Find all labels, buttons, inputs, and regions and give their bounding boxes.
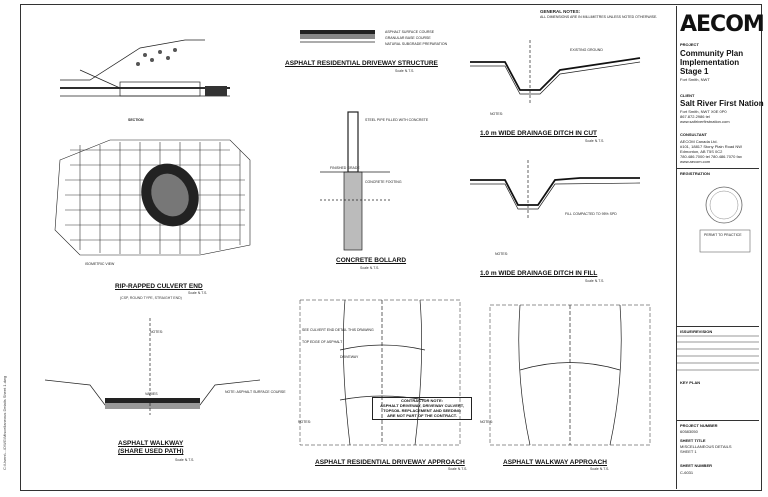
consultant-line-2: #101, 18817 Stony Plain Road NW — [680, 144, 743, 149]
approach-scale: Scale N.T.S. — [448, 467, 468, 471]
client-address: Fort Smith, NWT X0E 0P0 — [680, 109, 727, 114]
culvert-section — [60, 39, 230, 97]
tb-divider — [677, 420, 759, 421]
sheet-number-label: SHEET NUMBER — [680, 463, 713, 468]
client-name: Salt River First Nation — [680, 99, 764, 108]
sheet-border — [20, 4, 762, 491]
driveway-structure — [300, 30, 375, 43]
approach-driveway-label: DRIVEWAY — [340, 355, 359, 359]
project-name-2: Implementation — [680, 58, 740, 67]
ditch-cut-notes: NOTES: — [490, 112, 504, 116]
culvert-section-label: SECTION — [128, 118, 144, 122]
project-label: PROJECT — [680, 42, 699, 47]
issue-label: ISSUE/REVISION — [680, 329, 713, 334]
contractor-note-2: ASPHALT DRIVEWAY, DRIVEWAY CULVERT, — [380, 403, 464, 408]
client-web: www.saltriverfirstnation.com — [680, 119, 730, 124]
sheet-number: C-6031 — [680, 470, 694, 475]
ditch-cut — [470, 40, 641, 105]
tb-divider — [677, 326, 759, 327]
aecom-logo: AECOM — [680, 12, 765, 37]
contractor-note-1: CONTRACTOR NOTE: — [401, 398, 443, 403]
bollard-finished-label: FINISHED GRADE — [330, 166, 360, 170]
consultant-line-1: AECOM Canada Ltd. — [680, 139, 718, 144]
general-notes-title: GENERAL NOTES: — [540, 9, 581, 14]
ditch-fill-title: 1.0 m WIDE DRAINAGE DITCH IN FILL — [480, 270, 598, 277]
sheet-title-label: SHEET TITLE — [680, 438, 706, 443]
approach-topasphalt-label: TOP EDGE OF ASPHALT — [302, 340, 343, 344]
bollard-title: CONCRETE BOLLARD — [336, 257, 407, 264]
project-number: 60583050 — [680, 429, 698, 434]
bollard-pipe-label: STEEL PIPE FILLED WITH CONCRETE — [365, 118, 429, 122]
general-notes-text: ALL DIMENSIONS ARE IN MILLIMETRES UNLESS… — [540, 14, 658, 19]
driveway-asphalt-label: ASPHALT SURFACE COURSE — [385, 30, 435, 34]
client-label: CLIENT — [680, 93, 695, 98]
ditch-fill-notes: NOTES: — [495, 252, 509, 256]
consultant-label: CONSULTANT — [680, 132, 707, 137]
bollard-footing-label: CONCRETE FOOTING — [365, 180, 402, 184]
consultant-line-4: 780.486.7000 tel 780.486.7070 fax — [680, 154, 742, 159]
approach-notes: NOTES: — [298, 420, 312, 424]
driveway-base-label: GRANULAR BASE COURSE — [385, 36, 431, 40]
walkway-approach-plan — [489, 304, 651, 446]
permit-stamp: PERMIT TO PRACTICE — [704, 233, 742, 237]
contractor-note-box: CONTRACTOR NOTE: ASPHALT DRIVEWAY, DRIVE… — [372, 397, 472, 420]
sheet-title-2: SHEET 1 — [680, 449, 697, 454]
ditch-cut-existing: EXISTING GROUND — [570, 48, 603, 52]
keyplan-label: KEY PLAN — [680, 380, 701, 385]
driveway-approach-plan — [299, 299, 461, 446]
culvert-scale: Scale N.T.S. — [188, 291, 208, 295]
tb-divider — [677, 168, 759, 169]
client-phone: 867.872.2986 tel — [680, 114, 710, 119]
walkway-title-2: (SHARE USED PATH) — [118, 448, 184, 455]
consultant-line-3: Edmonton, AB T5S 0C2 — [680, 149, 723, 154]
project-name-1: Community Plan — [680, 49, 744, 58]
walkway-scale: Scale N.T.S. — [175, 458, 195, 462]
ditch-fill-scale: Scale N.T.S. — [585, 279, 605, 283]
ditch-fill — [470, 160, 641, 220]
general-notes: GENERAL NOTES: ALL DIMENSIONS ARE IN MIL… — [540, 9, 658, 19]
consultant-line-5: www.aecom.com — [680, 159, 711, 164]
ditch-cut-title: 1.0 m WIDE DRAINAGE DITCH IN CUT — [480, 130, 598, 137]
sheet-title-1: MISCELLANEOUS DETAILS — [680, 444, 732, 449]
project-number-label: PROJECT NUMBER — [680, 423, 718, 428]
walkway-title-1: ASPHALT WALKWAY — [118, 440, 184, 447]
walk-approach-scale: Scale N.T.S. — [590, 467, 610, 471]
isometric-label: ISOMETRIC VIEW — [85, 262, 115, 266]
culvert-subtitle: (CSP, ROUND TYPE, STRAIGHT END) — [120, 296, 182, 300]
driveway-structure-title: ASPHALT RESIDENTIAL DRIVEWAY STRUCTURE — [285, 60, 438, 67]
walkway-varies: VARIES — [145, 392, 158, 396]
walkway-section — [44, 318, 261, 415]
project-name-3: Stage 1 — [680, 67, 709, 76]
contractor-note-3: TOPSOIL REPLACEMENT AND SEEDING — [383, 408, 461, 413]
driveway-subgrade-label: NATURAL SUBGRADE PREPARATION — [385, 42, 448, 46]
approach-title: ASPHALT RESIDENTIAL DRIVEWAY APPROACH — [315, 459, 465, 466]
project-location: Fort Smith, NWT — [680, 77, 710, 82]
bollard-scale: Scale N.T.S. — [360, 266, 380, 270]
contractor-note-4: ARE NOT PART OF THE CONTRACT. — [387, 413, 457, 418]
registration-stamp — [699, 186, 751, 253]
titleblock-lines — [677, 335, 759, 371]
driveway-structure-scale: Scale N.T.S. — [395, 69, 415, 73]
walk-approach-title: ASPHALT WALKWAY APPROACH — [503, 459, 608, 466]
culvert-isometric — [54, 139, 251, 256]
registration-label: REGISTRATION — [680, 171, 710, 176]
concrete-bollard — [320, 111, 390, 251]
ditch-cut-scale: Scale N.T.S. — [585, 139, 605, 143]
ditch-fill-label: FILL COMPACTED TO 95% SPD — [565, 212, 617, 216]
walkway-asphalt-note: NOTE: ASPHALT SURFACE COURSE — [225, 390, 286, 394]
walk-approach-notes: NOTES: — [480, 420, 494, 424]
title-block — [676, 6, 761, 489]
culvert-title: RIP-RAPPED CULVERT END — [115, 283, 203, 290]
walkway-notes: NOTES: — [150, 330, 164, 334]
approach-culvert-ref: SEE CULVERT END DETAIL THIS DRAWING — [302, 328, 374, 332]
